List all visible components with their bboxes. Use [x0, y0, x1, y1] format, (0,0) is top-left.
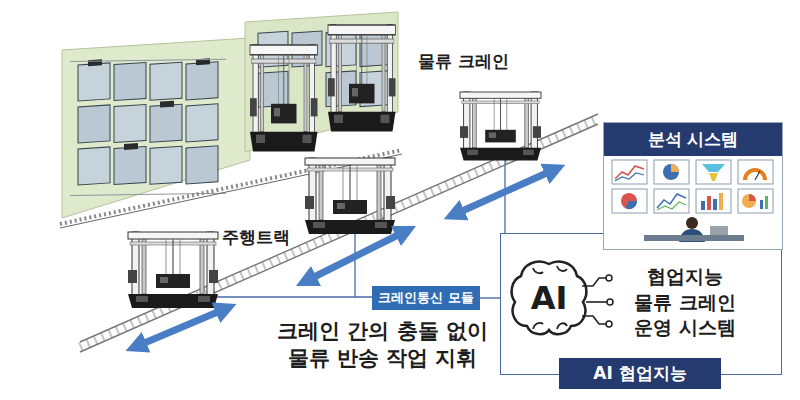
move-arrow: [142, 311, 220, 344]
rack-crane: [250, 45, 318, 151]
ai-brain: AI: [509, 256, 593, 340]
task-caption: 크레인 간의 충돌 없이 물류 반송 작업 지휘: [275, 318, 490, 373]
rack-crane: [328, 25, 396, 131]
system-title: 협업지능 물류 크레인 운영 시스템: [629, 264, 741, 341]
logistics-crane: [460, 92, 541, 160]
connector-line: [480, 297, 500, 298]
rack-wall: [245, 12, 398, 152]
move-arrow: [460, 172, 549, 212]
analysis-panel: 분석 시스템: [603, 122, 783, 250]
dashboard-picture: [604, 156, 781, 249]
crane-label: 물류 크레인: [418, 50, 509, 73]
move-arrow: [312, 234, 400, 278]
comm-module: 크레인통신 모듈: [372, 286, 480, 310]
module-label: 크레인통신 모듈: [378, 289, 474, 307]
logistics-crane: [305, 158, 395, 234]
panel-header: 분석 시스템: [604, 123, 782, 156]
signal-wire: [216, 296, 372, 297]
system-frame: 협업지능 물류 크레인 운영 시스템AIAI 협업지능: [500, 233, 782, 375]
ai-label: AI 협업지능: [593, 362, 686, 385]
rack-boxes: [70, 51, 226, 203]
logistics-crane: [128, 232, 218, 308]
track-label: 주행트랙: [222, 226, 290, 249]
brain-text: AI: [509, 280, 589, 316]
ai-label-box: AI 협업지능: [559, 358, 721, 389]
signal-wire: [504, 160, 505, 233]
signal-wire: [354, 234, 355, 297]
